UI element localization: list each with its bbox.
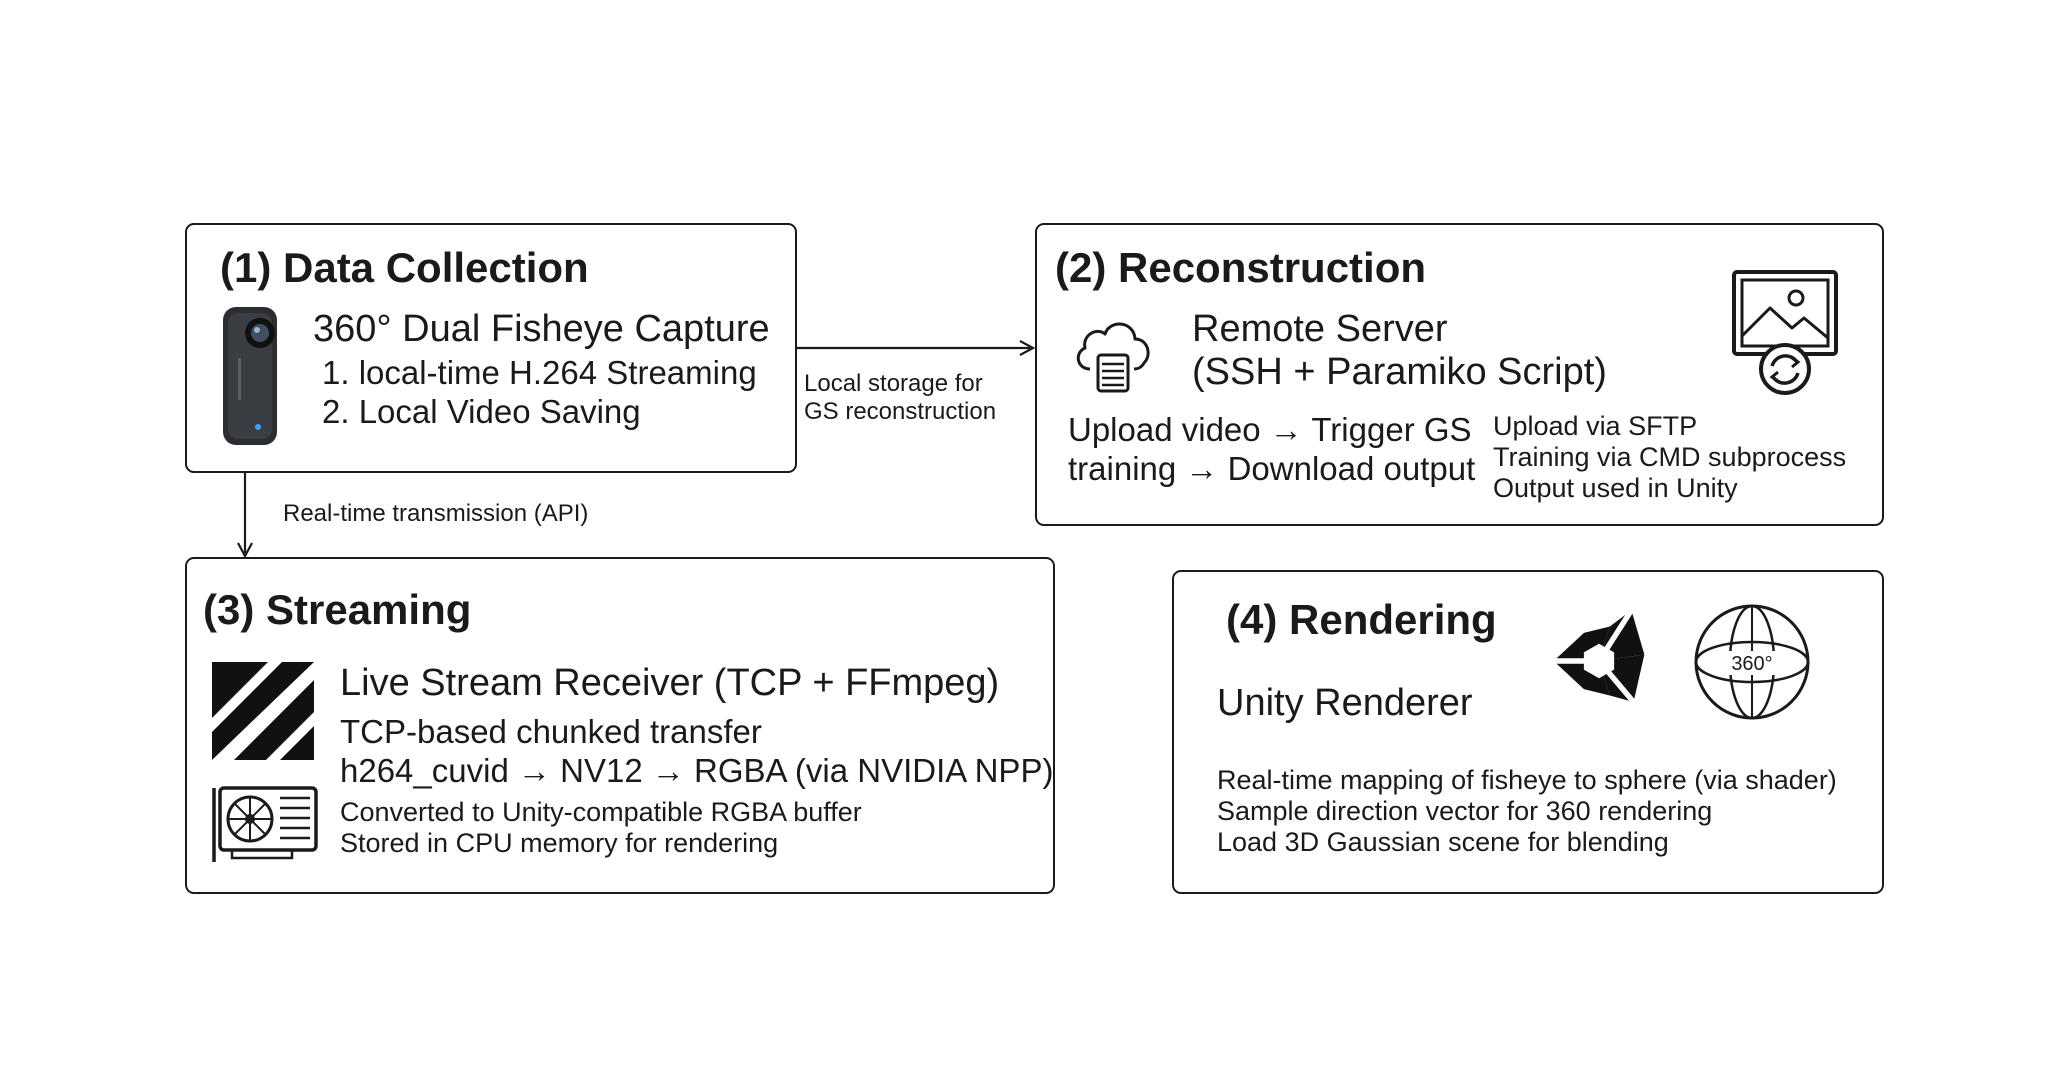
streaming-line2: h264_cuvid → NV12 → RGBA (via NVIDIA NPP… [340, 752, 1054, 789]
edge-label-local-storage-line1: Local storage for [804, 370, 983, 397]
streaming-heading: Live Stream Receiver (TCP + FFmpeg) [340, 662, 1000, 704]
rendering-heading: Unity Renderer [1217, 682, 1473, 724]
reconstruction-flow-line1: Upload video → Trigger GS [1068, 411, 1472, 448]
reconstruction-server-line1: Remote Server [1192, 308, 1448, 350]
reconstruction-detail-2: Training via CMD subprocess [1493, 442, 1847, 472]
rendering-detail-2: Sample direction vector for 360 renderin… [1217, 796, 1713, 826]
streaming-box [185, 557, 1055, 894]
data-collection-title: (1) Data Collection [220, 244, 589, 291]
reconstruction-detail-1: Upload via SFTP [1493, 411, 1698, 441]
data-collection-heading: 360° Dual Fisheye Capture [313, 308, 770, 350]
rendering-title: (4) Rendering [1226, 596, 1497, 643]
rendering-detail-3: Load 3D Gaussian scene for blending [1217, 827, 1669, 857]
sphere-360-label: 360° [1731, 653, 1772, 675]
ffmpeg-logo-icon [212, 662, 314, 760]
edge-label-realtime-transmission: Real-time transmission (API) [283, 500, 589, 527]
sphere-360-icon: 360° [1694, 604, 1810, 720]
reconstruction-title: (2) Reconstruction [1055, 244, 1427, 291]
image-sync-icon [1732, 270, 1838, 395]
data-collection-box [185, 223, 797, 473]
gpu-card-icon [212, 786, 318, 862]
data-collection-item-1: 1. local-time H.264 Streaming [322, 354, 757, 391]
streaming-title: (3) Streaming [203, 586, 472, 633]
rendering-box [1172, 570, 1884, 894]
streaming-detail-1: Converted to Unity-compatible RGBA buffe… [340, 797, 862, 827]
streaming-detail-2: Stored in CPU memory for rendering [340, 828, 779, 858]
data-collection-item-2: 2. Local Video Saving [322, 393, 641, 430]
streaming-line1: TCP-based chunked transfer [340, 713, 762, 750]
cloud-server-icon [1076, 322, 1150, 393]
rendering-detail-1: Real-time mapping of fisheye to sphere (… [1217, 765, 1837, 795]
360-camera-icon [223, 307, 277, 445]
reconstruction-detail-3: Output used in Unity [1493, 473, 1738, 503]
reconstruction-flow-line2: training → Download output [1068, 450, 1476, 487]
unity-logo-icon [1553, 608, 1645, 704]
reconstruction-server-line2: (SSH + Paramiko Script) [1192, 351, 1607, 393]
edge-label-local-storage-line2: GS reconstruction [804, 398, 997, 425]
